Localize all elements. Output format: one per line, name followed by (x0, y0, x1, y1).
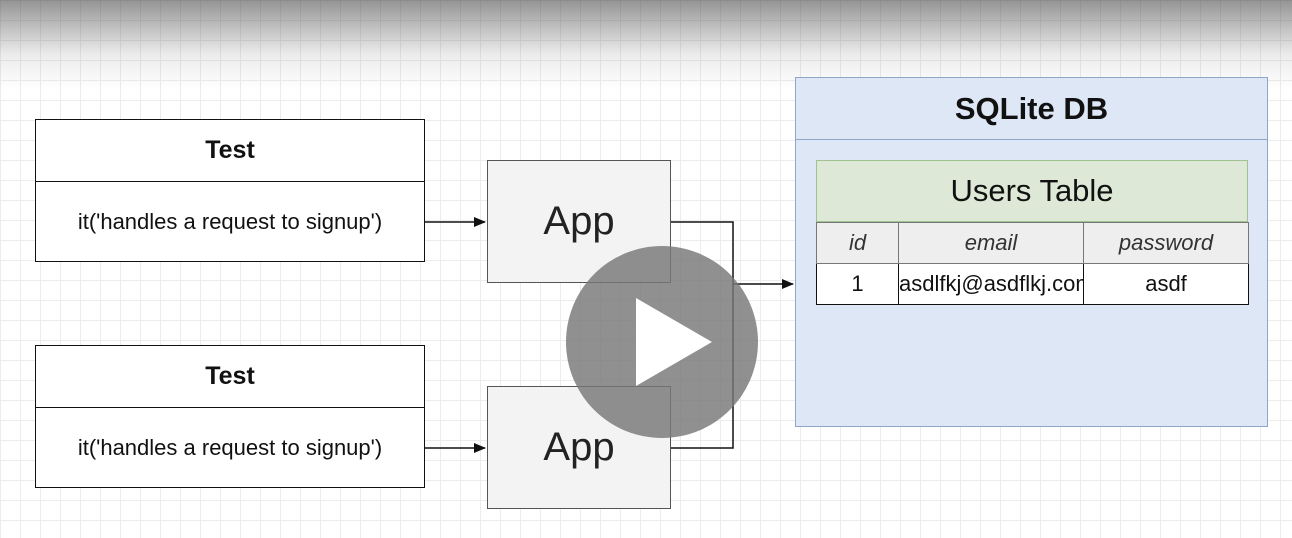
db-title: SQLite DB (796, 78, 1267, 140)
test-header: Test (36, 120, 424, 182)
users-table: Users Table id email password 1 asdlfkj@… (816, 160, 1249, 305)
test-box-1: Test it('handles a request to signup') (35, 119, 425, 262)
test-description: it('handles a request to signup') (77, 435, 383, 460)
table-header-row: id email password (816, 222, 1249, 264)
play-icon (636, 298, 712, 386)
users-table-title: Users Table (816, 160, 1248, 222)
column-header-email: email (898, 222, 1084, 264)
cell-password: asdf (1083, 263, 1249, 305)
cell-email: asdlfkj@asdflkj.com (898, 263, 1084, 305)
test-header: Test (36, 346, 424, 408)
play-button[interactable] (566, 246, 758, 438)
test-description: it('handles a request to signup') (77, 209, 383, 234)
column-header-password: password (1083, 222, 1249, 264)
test-box-2: Test it('handles a request to signup') (35, 345, 425, 488)
sqlite-db-container: SQLite DB Users Table id email password … (795, 77, 1268, 427)
column-header-id: id (816, 222, 899, 264)
cell-id: 1 (816, 263, 899, 305)
users-table-grid: id email password 1 asdlfkj@asdflkj.com … (816, 222, 1249, 305)
table-row: 1 asdlfkj@asdflkj.com asdf (816, 263, 1249, 305)
